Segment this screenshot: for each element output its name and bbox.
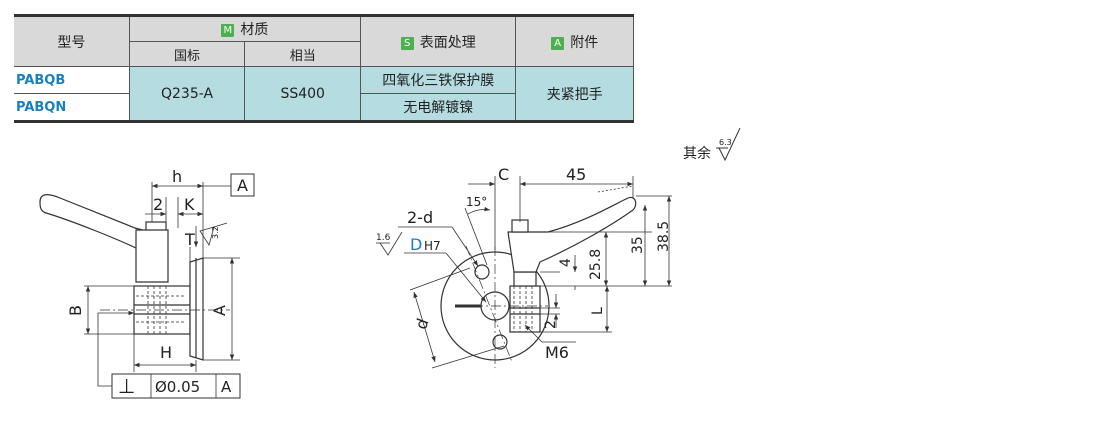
right-view-dimensions [376, 176, 672, 369]
header-surface-label: 表面处理 [419, 34, 476, 51]
datum-a-label: A [237, 176, 248, 195]
dim-h-label: h [172, 167, 182, 186]
thread-label: M6 [545, 343, 569, 362]
header-model: 型号 [14, 15, 130, 67]
roughness-note: 其余 6.3 [683, 127, 741, 162]
surface-cell: 无电解镀镍 [360, 93, 517, 122]
bore-fit-label: H7 [424, 239, 441, 253]
roughness-bore-icon [379, 231, 403, 256]
dim-35-label: 35 [630, 236, 646, 254]
equivalent-value: SS400 [244, 66, 362, 122]
model-cell: PABQN [14, 93, 130, 122]
dim-a-label: A [210, 305, 229, 316]
roughness-note-label: 其余 [683, 145, 711, 162]
surface-cell: 四氧化三铁保护膜 [360, 66, 517, 94]
material-tag-icon: M [221, 24, 235, 37]
dim-c-label: C [498, 165, 509, 184]
fcf-value: Ø0.05 [155, 378, 200, 396]
hidden-threads [136, 286, 186, 334]
dim-45-label: 45 [566, 165, 586, 184]
bore-d-label: D [410, 235, 422, 254]
roughness-bore-value: 1.6 [376, 233, 391, 243]
clamp-block [509, 285, 541, 333]
lever-handle [507, 196, 637, 273]
roughness-default-value: 6.3 [719, 138, 732, 147]
angle-label: 15° [466, 195, 487, 209]
dim-258-label: 25.8 [588, 249, 604, 280]
dim-t-label: T [184, 230, 195, 249]
dim-l-label: L [590, 307, 606, 315]
dim-k-label: K [184, 195, 195, 214]
left-view-labels: h A 2 K T 3.2 B A H ⊥ Ø0.05 A [66, 167, 248, 398]
header-surface: S 表面处理 [360, 15, 517, 67]
header-accessory: A 附件 [515, 15, 634, 67]
header-equivalent: 相当 [244, 41, 362, 67]
dim-H-label: H [160, 343, 172, 362]
mounting-hole [492, 334, 508, 350]
right-view-labels: C 45 15° 2-d 1.6 D H7 4 25.8 35 38.5 L 2… [376, 165, 672, 362]
holes-label: 2-d [407, 208, 433, 227]
dim-2-label: 2 [153, 195, 163, 214]
table-row: PABQN 无电解镀镍 [14, 93, 634, 122]
accessory-tag-icon: A [551, 36, 565, 50]
lever-handle [39, 194, 153, 251]
dim-385-label: 38.5 [656, 221, 672, 252]
hidden-threads [513, 286, 533, 332]
left-view [39, 194, 230, 361]
roughness-t-value: 3.2 [211, 226, 220, 239]
header-national: 国标 [128, 41, 246, 67]
national-value: Q235-A [128, 66, 246, 122]
header-accessory-label: 附件 [570, 34, 599, 51]
dim-2-label: 2 [543, 320, 559, 329]
table-row: PABQB Q235-A SS400 四氧化三铁保护膜 夹紧把手 [14, 66, 634, 122]
roughness-t-icon [199, 226, 215, 246]
accessory-value: 夹紧把手 [515, 66, 634, 122]
surface-tag-icon: S [400, 36, 414, 50]
dim-b-label: B [66, 305, 85, 316]
header-material-label: 材质 [240, 22, 269, 38]
roughness-symbol-icon [716, 127, 741, 162]
fcf-datum: A [221, 378, 232, 396]
perpendicularity-icon: ⊥ [118, 374, 135, 398]
lever-boss [135, 229, 169, 283]
right-view [440, 196, 637, 368]
left-view-dimensions [84, 173, 255, 399]
spec-table: 型号 M 材质 S 表面处理 A 附件 国标 相当 PABQB Q235-A SS40… [14, 14, 634, 123]
mounting-hole [474, 264, 490, 280]
lever-boss [513, 271, 537, 287]
dim-4-label: 4 [558, 258, 574, 267]
